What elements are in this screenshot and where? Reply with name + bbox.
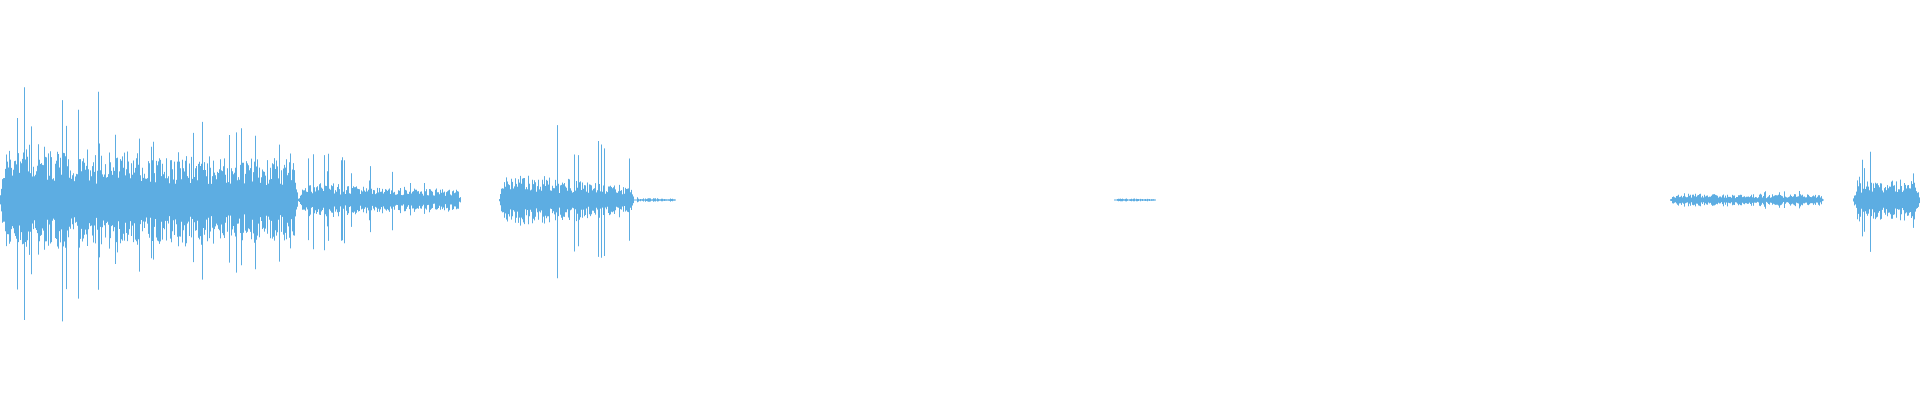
waveform-lines xyxy=(0,87,1920,322)
